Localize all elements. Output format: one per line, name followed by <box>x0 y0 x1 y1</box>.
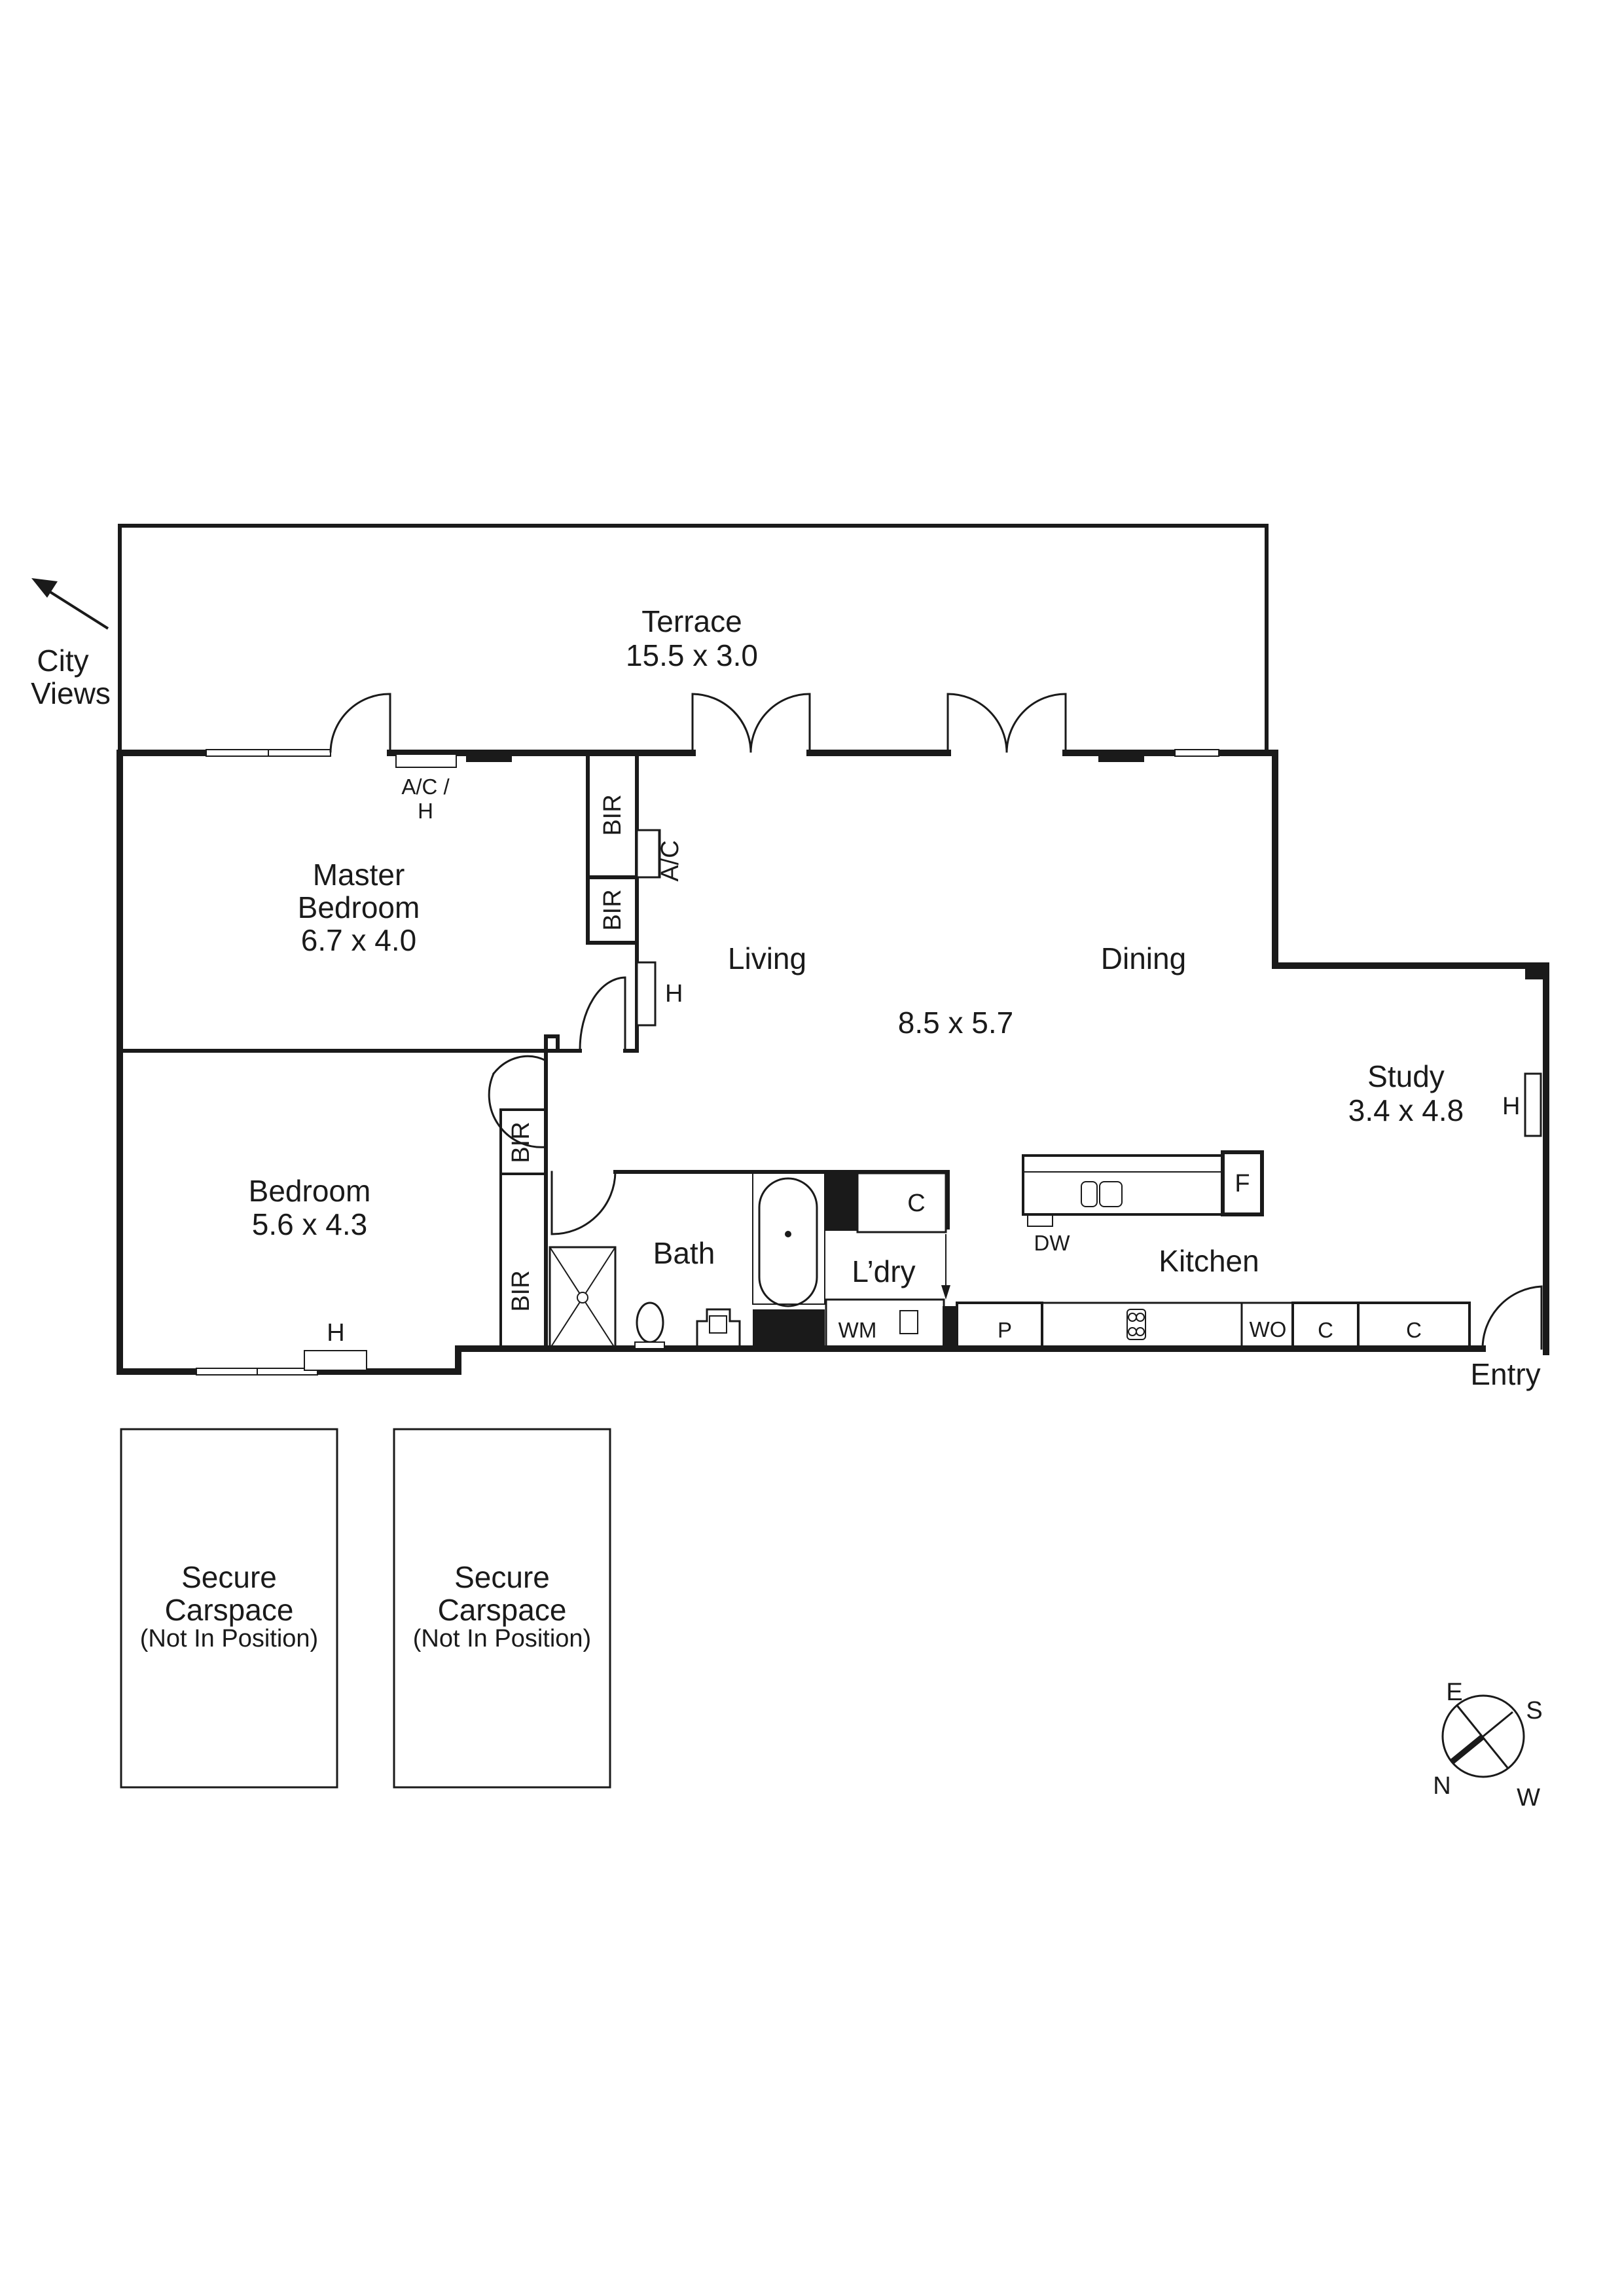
living-label: Living <box>728 941 806 975</box>
cupboard-label-2: C <box>1406 1318 1422 1342</box>
bir-label-4: BIR <box>507 1270 535 1311</box>
terrace-label: Terrace <box>641 604 742 638</box>
terrace-size: 15.5 x 3.0 <box>626 638 758 672</box>
study-label: Study <box>1367 1059 1445 1093</box>
bedroom-heater-label: H <box>327 1319 344 1347</box>
master-ac-label: A/C / <box>401 774 450 799</box>
master-bedroom-label-2: Bedroom <box>298 890 420 924</box>
wall-oven-label: WO <box>1250 1317 1287 1341</box>
windows <box>196 749 1219 1376</box>
compass-west: W <box>1517 1784 1540 1812</box>
carspace-1 <box>120 1428 338 1789</box>
city-views-line2: Views <box>31 676 111 710</box>
dining-label: Dining <box>1101 941 1186 975</box>
fridge-label: F <box>1235 1170 1250 1197</box>
terrace-doors <box>329 693 1067 754</box>
carspace-1-line2: Carspace <box>165 1593 294 1627</box>
cupboard-label-1: C <box>1318 1318 1333 1342</box>
living-heater-label: H <box>665 980 683 1008</box>
bath-label: Bath <box>653 1236 715 1270</box>
kitchen-joinery <box>304 754 1543 1371</box>
study-size: 3.4 x 4.8 <box>1348 1093 1464 1127</box>
bir-label-2: BIR <box>599 889 626 930</box>
city-views-arrow-icon <box>31 578 109 630</box>
compass-north: N <box>1433 1772 1451 1800</box>
interior-walls <box>118 751 957 1351</box>
study-heater-label: H <box>1502 1093 1520 1120</box>
pantry-label: P <box>998 1318 1012 1342</box>
bir-label-3: BIR <box>507 1121 535 1163</box>
compass-south: S <box>1526 1697 1542 1724</box>
laundry-label: L’dry <box>852 1254 915 1288</box>
carspace-2 <box>393 1428 611 1789</box>
master-bedroom-size: 6.7 x 4.0 <box>301 923 416 957</box>
compass-east: E <box>1446 1679 1462 1706</box>
outer-walls <box>117 750 1549 1375</box>
dishwasher-label: DW <box>1034 1231 1071 1255</box>
city-views-line1: City <box>37 644 88 678</box>
compass-icon <box>1441 1694 1525 1778</box>
carspace-2-line3: (Not In Position) <box>413 1625 591 1652</box>
carspace-1-line3: (Not In Position) <box>140 1625 318 1652</box>
entry-label: Entry <box>1470 1357 1540 1391</box>
living-ac-label: A/C <box>657 840 684 881</box>
master-heater-label: H <box>418 799 433 823</box>
kitchen-label: Kitchen <box>1159 1244 1259 1278</box>
master-bedroom-label-1: Master <box>313 858 405 892</box>
carspace-2-line1: Secure <box>454 1560 550 1594</box>
bedroom-size: 5.6 x 4.3 <box>252 1207 367 1241</box>
laundry-cupboard-label: C <box>907 1190 925 1217</box>
carspace-1-line1: Secure <box>181 1560 277 1594</box>
living-dining-size: 8.5 x 5.7 <box>898 1006 1013 1040</box>
bir-label-1: BIR <box>599 794 626 835</box>
terrace-outline <box>118 524 1269 755</box>
carspace-2-line2: Carspace <box>438 1593 567 1627</box>
washing-machine-label: WM <box>838 1318 877 1342</box>
bedroom-label: Bedroom <box>249 1174 371 1208</box>
